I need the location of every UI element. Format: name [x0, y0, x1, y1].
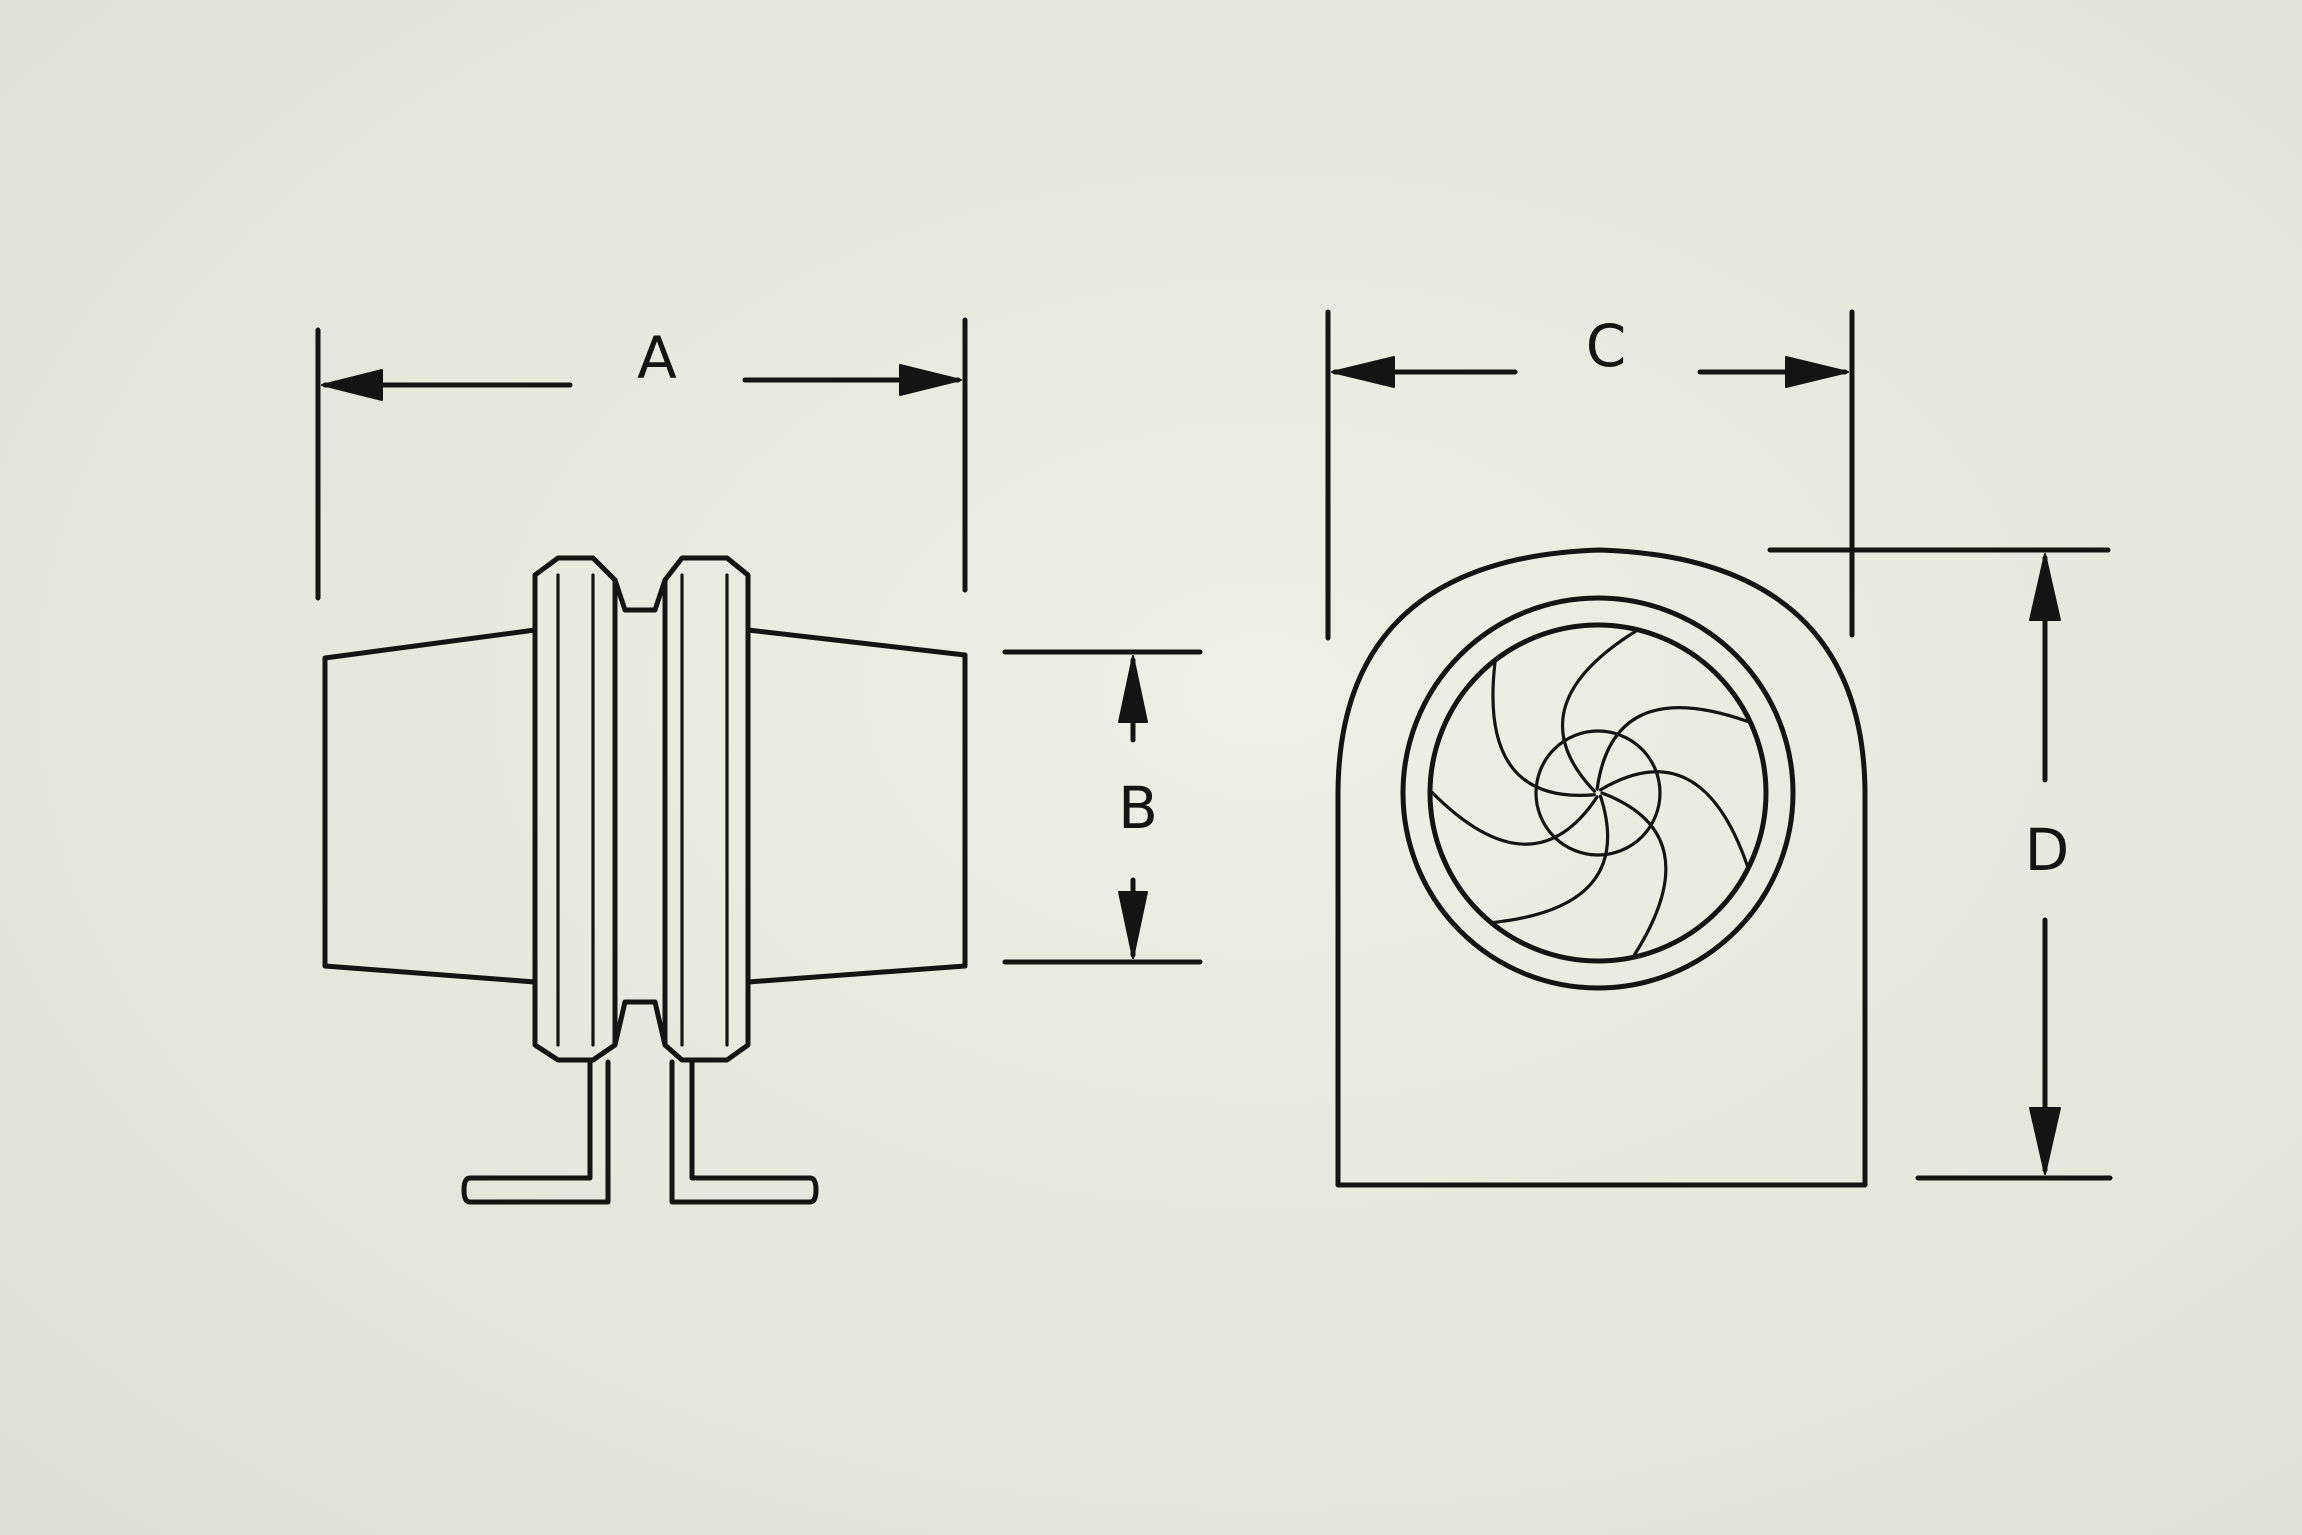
dimension-d-arrow-top [2029, 553, 2061, 621]
front-view-fan-blade [1600, 791, 1668, 957]
dimension-d-arrow-bottom [2029, 1107, 2061, 1175]
front-view-fan-blades [1430, 629, 1750, 957]
dimension-d [1767, 547, 2113, 1181]
dimension-a [315, 317, 968, 601]
side-view-groove-bottom [612, 999, 668, 1048]
side-view-groove-top [612, 577, 668, 613]
front-view-fan-blade [1561, 629, 1638, 793]
side-view-right-housing [745, 627, 968, 985]
dimension-c-arrow-right [1785, 356, 1849, 388]
front-view-fan-blade [1598, 770, 1749, 868]
dimension-c-label: C [1585, 312, 1627, 380]
front-view-housing [1335, 547, 1868, 1188]
front-view-fan-blade [1492, 794, 1610, 925]
dimension-c-arrow-left [1331, 356, 1395, 388]
side-view-left-housing [322, 627, 538, 985]
side-view [322, 555, 968, 1205]
front-view-fan-blade [1430, 790, 1599, 846]
front-view-fan-blade [1595, 706, 1750, 791]
side-view-right-flange [662, 555, 751, 1063]
dimension-c [1325, 309, 1855, 641]
dimension-b-arrow-bottom [1118, 891, 1148, 959]
dimension-a-arrow-right [899, 364, 962, 396]
dimension-a-arrow-left [321, 369, 383, 401]
side-view-right-foot [669, 1059, 819, 1205]
front-view-fan-inner-ring [1427, 622, 1769, 964]
front-view-fan-hub [1534, 729, 1662, 857]
front-view-fan-outer-ring [1400, 595, 1796, 991]
side-view-left-foot [461, 1059, 611, 1205]
front-view-fan-blade [1491, 661, 1596, 798]
dimension-b-arrow-top [1118, 655, 1148, 723]
dimension-a-label: A [637, 324, 677, 392]
front-view [1335, 547, 1868, 1188]
dimension-b [1002, 649, 1203, 965]
dimension-b-label: B [1118, 774, 1158, 842]
dimension-d-label: D [2024, 816, 2070, 884]
